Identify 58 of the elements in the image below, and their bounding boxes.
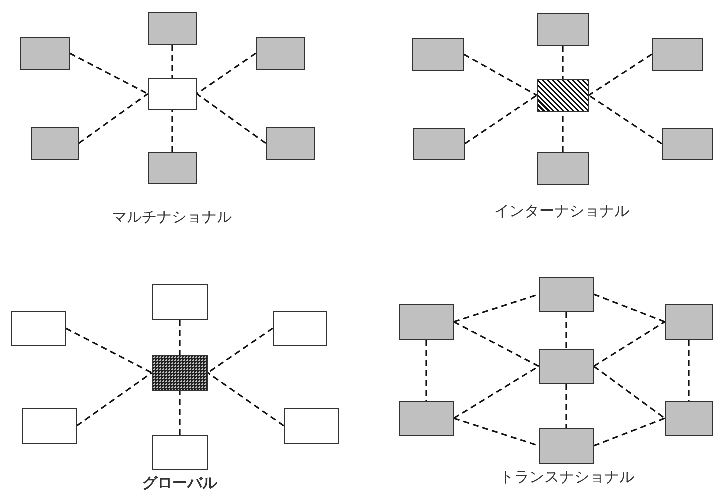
dashed-connector bbox=[464, 94, 538, 145]
subsidiary-box bbox=[652, 38, 703, 71]
dashed-connector bbox=[426, 340, 428, 401]
dashed-connector bbox=[594, 418, 666, 447]
subsidiary-box bbox=[266, 127, 315, 160]
subsidiary-box bbox=[665, 401, 713, 436]
subsidiary-box bbox=[11, 311, 66, 346]
dashed-connector bbox=[76, 372, 152, 427]
diagram-caption: トランスナショナル bbox=[500, 468, 634, 487]
diagram-caption: マルチナショナル bbox=[112, 208, 232, 227]
subsidiary-box bbox=[539, 428, 594, 464]
dashed-connector bbox=[562, 46, 564, 79]
dashed-connector bbox=[594, 321, 666, 368]
dashed-connector bbox=[594, 294, 666, 323]
subsidiary-box bbox=[31, 127, 79, 160]
subsidiary-box bbox=[256, 37, 305, 70]
dashed-connector bbox=[594, 366, 666, 420]
dashed-connector bbox=[688, 340, 690, 401]
subsidiary-box bbox=[539, 349, 594, 384]
dashed-connector bbox=[208, 372, 284, 427]
subsidiary-box bbox=[152, 284, 208, 320]
dashed-connector bbox=[208, 328, 274, 374]
subsidiary-box bbox=[539, 277, 594, 312]
subsidiary-box bbox=[148, 152, 197, 184]
dashed-connector bbox=[588, 54, 652, 96]
dashed-connector bbox=[179, 391, 181, 435]
subsidiary-box bbox=[537, 13, 589, 46]
subsidiary-box bbox=[412, 38, 464, 71]
dashed-connector bbox=[172, 110, 174, 152]
dashed-connector bbox=[78, 93, 148, 144]
dashed-connector bbox=[196, 52, 256, 95]
dashed-connector bbox=[66, 328, 152, 374]
subsidiary-box bbox=[284, 408, 339, 444]
dashed-connector bbox=[588, 94, 662, 145]
dashed-connector bbox=[454, 321, 540, 368]
diagram-caption: インターナショナル bbox=[494, 202, 630, 221]
subsidiary-box bbox=[148, 12, 197, 45]
dashed-connector bbox=[566, 312, 568, 349]
dashed-connector bbox=[464, 54, 538, 96]
subsidiary-box bbox=[273, 311, 327, 346]
subsidiary-box bbox=[399, 304, 454, 340]
subsidiary-box bbox=[537, 79, 589, 112]
subsidiary-box bbox=[20, 37, 70, 70]
subsidiary-box bbox=[537, 152, 589, 185]
subsidiary-box bbox=[413, 128, 465, 160]
dashed-connector bbox=[70, 52, 148, 95]
subsidiary-box bbox=[665, 304, 713, 340]
subsidiary-box bbox=[152, 355, 208, 391]
subsidiary-box bbox=[662, 128, 713, 160]
subsidiary-box bbox=[152, 435, 208, 470]
subsidiary-box bbox=[22, 408, 77, 444]
dashed-connector bbox=[172, 45, 174, 78]
subsidiary-box bbox=[148, 78, 197, 110]
diagram-caption: グローバル bbox=[142, 474, 218, 493]
subsidiary-box bbox=[399, 401, 454, 436]
dashed-connector bbox=[179, 320, 181, 355]
dashed-connector bbox=[196, 93, 266, 144]
dashed-connector bbox=[566, 384, 568, 428]
